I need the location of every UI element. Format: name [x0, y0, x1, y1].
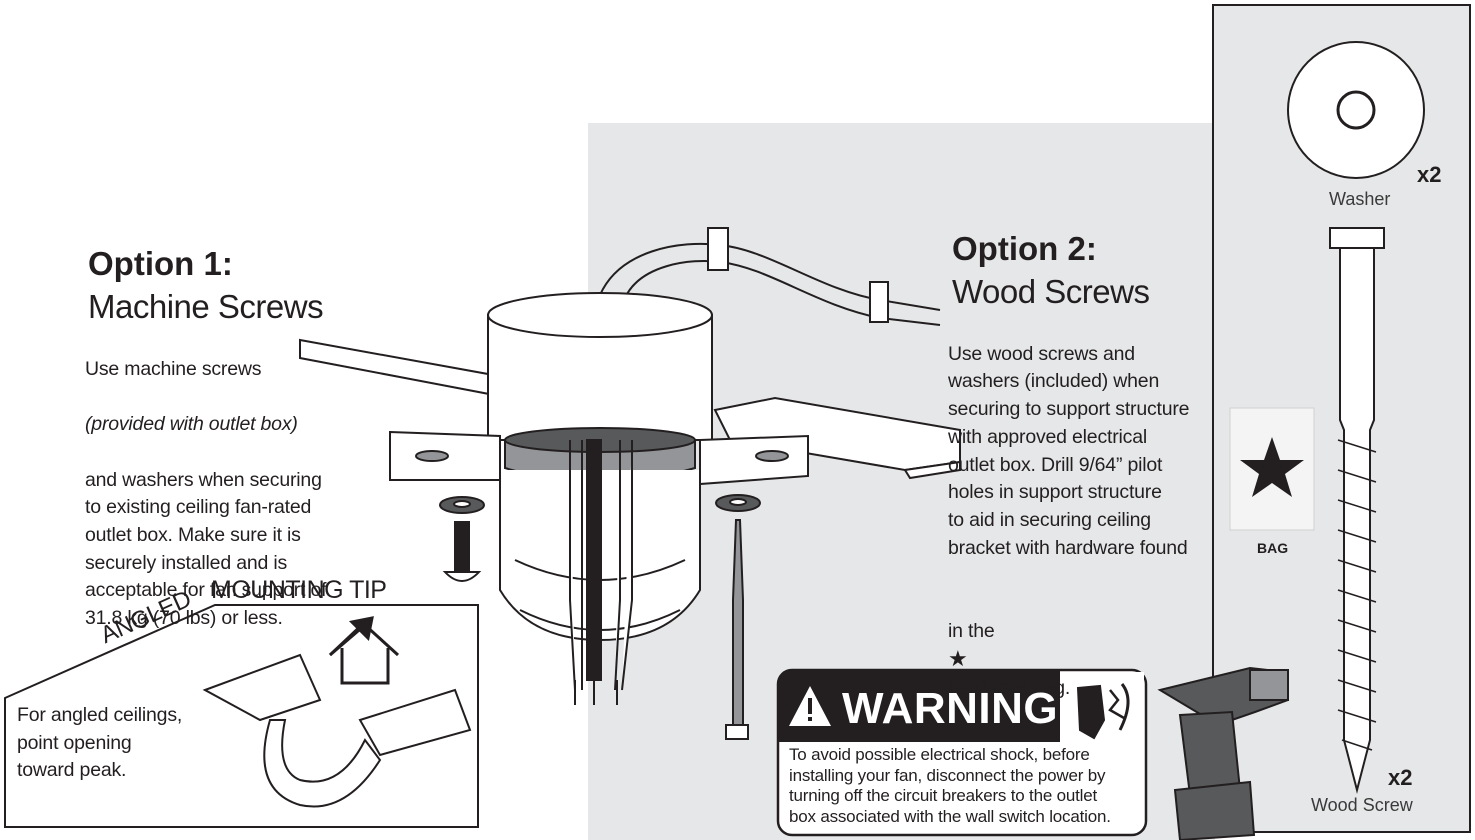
tip-body: For angled ceilings, point opening towar…	[17, 704, 183, 782]
wires	[569, 439, 633, 705]
option1-description: Use machine screws (provided with outlet…	[85, 328, 405, 660]
house-arrow-icon	[328, 616, 400, 685]
option1-line1: Use machine screws	[85, 357, 262, 380]
star-icon: ★	[948, 646, 968, 672]
bag-label: BAG	[1257, 540, 1289, 556]
wood-screw-icon	[1329, 227, 1385, 794]
warning-body: To avoid possible electrical shock, befo…	[789, 745, 1111, 826]
cable	[599, 227, 941, 326]
angled-bracket	[202, 653, 472, 808]
option1-italic-note: (provided with outlet box)	[85, 413, 298, 436]
washer-icon	[1287, 41, 1425, 179]
drill-icon	[1157, 666, 1290, 840]
screw-label: Wood Screw	[1311, 795, 1413, 815]
option2-last-post: hardware bag.	[948, 677, 1071, 700]
screw-qty: x2	[1388, 765, 1413, 790]
washer-qty: x2	[1417, 162, 1442, 187]
option2-subheading: Wood Screws	[952, 273, 1150, 310]
option1-line2: (provided with outlet box)	[85, 411, 405, 439]
option1-subheading: Machine Screws	[88, 288, 324, 325]
warning-title: WARNING	[842, 684, 1059, 733]
option1-heading: Option 1:	[88, 245, 233, 282]
option2-body: Use wood screws and washers (included) w…	[948, 342, 1190, 559]
wood-screw-installed	[715, 494, 761, 740]
machine-screw	[439, 496, 485, 582]
warning-triangle-icon	[789, 686, 831, 726]
hardware-bag-icon	[1229, 407, 1315, 531]
warning-box	[776, 668, 1148, 837]
washer-label: Washer	[1329, 189, 1391, 209]
option2-description: Use wood screws and washers (included) w…	[948, 313, 1208, 731]
shock-hand-icon	[1076, 683, 1130, 740]
option2-last-line: in the ★ hardware bag.	[948, 590, 1208, 703]
tip-title: MOUNTING TIP	[211, 576, 387, 604]
option2-heading: Option 2:	[952, 230, 1097, 267]
option2-last-pre: in the	[948, 619, 995, 642]
option1-rest: and washers when securing to existing ce…	[85, 468, 327, 630]
